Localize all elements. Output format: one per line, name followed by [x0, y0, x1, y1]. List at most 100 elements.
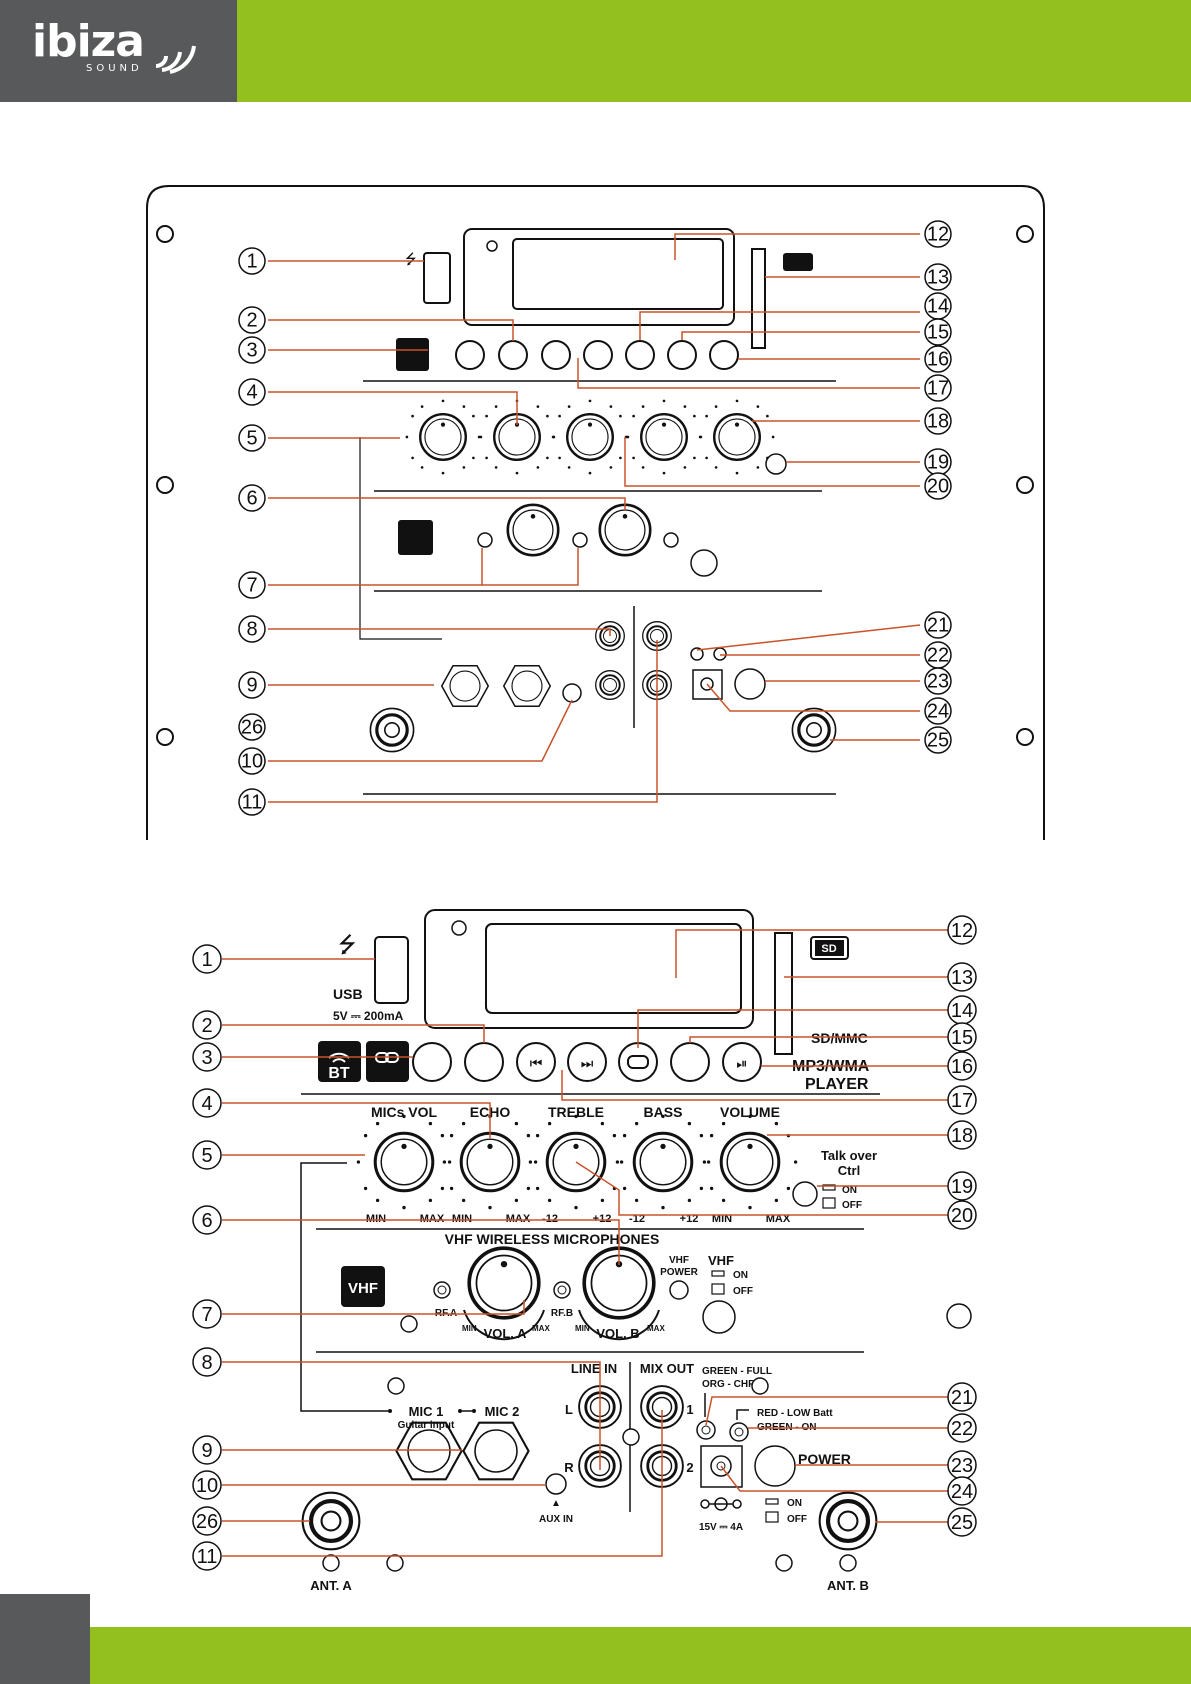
- callout-small-22: 22: [924, 641, 952, 669]
- scale-label: MAX: [506, 1213, 531, 1225]
- scale-label: MIN: [452, 1213, 472, 1225]
- svg-text:▲: ▲: [551, 1498, 561, 1509]
- talk-over-label-1: Talk over: [821, 1148, 877, 1163]
- callout-small-14: 14: [924, 292, 952, 320]
- vhf-off: OFF: [733, 1286, 753, 1297]
- callout-large-22: 22: [947, 1413, 977, 1443]
- callout-small-21: 21: [924, 611, 952, 639]
- svg-text:24: 24: [927, 700, 949, 722]
- svg-text:1: 1: [201, 949, 212, 971]
- callout-large-23: 23: [947, 1450, 977, 1480]
- svg-text:2: 2: [201, 1015, 212, 1037]
- callout-large-11: 11: [192, 1541, 222, 1571]
- callout-small-4: 4: [238, 378, 266, 406]
- vhf-on: ON: [733, 1270, 748, 1281]
- svg-text:22: 22: [927, 644, 949, 666]
- svg-text:14: 14: [951, 1000, 973, 1022]
- line-in-r: R: [564, 1460, 574, 1475]
- scale-label: MIN: [366, 1213, 386, 1225]
- play-pause-icon: ⏯: [736, 1055, 747, 1071]
- brand-logo-box: ibiza SOUND: [0, 0, 237, 102]
- svg-text:5: 5: [246, 427, 257, 449]
- svg-text:13: 13: [927, 266, 949, 288]
- callout-small-10: 10: [238, 747, 266, 775]
- callout-large-14: 14: [947, 995, 977, 1025]
- vol-a-max: MAX: [532, 1324, 550, 1333]
- guitar-input-label: Guitar input: [398, 1420, 455, 1431]
- scale-label: MAX: [766, 1213, 791, 1225]
- callout-small-5: 5: [238, 424, 266, 452]
- svg-text:20: 20: [927, 475, 949, 497]
- repeat-icon: [627, 1055, 649, 1069]
- svg-text:9: 9: [246, 674, 257, 696]
- callout-large-19: 19: [947, 1171, 977, 1201]
- svg-text:18: 18: [951, 1125, 973, 1147]
- footer-grey-box: [0, 1594, 90, 1684]
- callout-small-25: 25: [924, 726, 952, 754]
- svg-text:21: 21: [951, 1387, 973, 1409]
- svg-text:7: 7: [246, 574, 257, 596]
- svg-text:25: 25: [927, 729, 949, 751]
- knob-label-volume: VOLUME: [720, 1104, 780, 1120]
- ant-b-label: ANT. B: [827, 1578, 869, 1593]
- led-red-low: RED - LOW Batt: [757, 1408, 833, 1419]
- talk-over-off: OFF: [842, 1200, 862, 1211]
- callout-small-16: 16: [924, 345, 952, 373]
- svg-text:6: 6: [201, 1210, 212, 1232]
- power-label: POWER: [798, 1451, 851, 1467]
- line-in-l: L: [565, 1402, 573, 1417]
- callout-small-11: 11: [238, 788, 266, 816]
- knob-label-mics-vol: MICs VOL: [371, 1104, 438, 1120]
- callout-small-9: 9: [238, 671, 266, 699]
- scale-label: -12: [629, 1213, 645, 1225]
- led-org-chrg: ORG - CHRG: [702, 1379, 763, 1390]
- callout-small-13: 13: [924, 263, 952, 291]
- led-green-full: GREEN - FULL: [702, 1366, 772, 1377]
- knob-label-bass: BASS: [644, 1104, 683, 1120]
- svg-text:1: 1: [246, 250, 257, 272]
- mix-out-label: MIX OUT: [640, 1361, 694, 1376]
- callout-small-18: 18: [924, 407, 952, 435]
- vhf-switch-label: VHF: [708, 1253, 734, 1268]
- sound-waves-icon: [155, 45, 196, 74]
- svg-text:18: 18: [927, 410, 949, 432]
- panel-diagram-large: SD ⭍ USB 5V ⎓ 200mA SD/MMC MP3/WMA PLAYE…: [222, 909, 972, 1593]
- mic1-label: MIC 1: [409, 1404, 444, 1419]
- vol-a-label: VOL. A: [484, 1326, 527, 1341]
- scale-label: -12: [542, 1213, 558, 1225]
- line-in-label: LINE IN: [571, 1361, 617, 1376]
- vhf-section-title: VHF WIRELESS MICROPHONES: [445, 1231, 660, 1247]
- callout-small-1: 1: [238, 247, 266, 275]
- svg-text:21: 21: [927, 614, 949, 636]
- mix-out-1: 1: [686, 1402, 693, 1417]
- callout-large-26: 26: [192, 1506, 222, 1536]
- previous-icon: ⏮: [530, 1055, 543, 1071]
- brand-logo-sub: SOUND: [86, 63, 143, 74]
- callout-large-9: 9: [192, 1435, 222, 1465]
- callout-large-20: 20: [947, 1200, 977, 1230]
- svg-text:19: 19: [951, 1176, 973, 1198]
- sd-mmc-label: SD/MMC: [811, 1030, 868, 1046]
- brand-logo: ibiza: [32, 16, 145, 67]
- svg-text:15: 15: [951, 1027, 973, 1049]
- callout-small-3: 3: [238, 336, 266, 364]
- svg-text:11: 11: [242, 791, 263, 813]
- ant-a-label: ANT. A: [310, 1578, 352, 1593]
- aux-in-label: AUX IN: [539, 1514, 573, 1525]
- svg-text:17: 17: [927, 377, 949, 399]
- callout-large-21: 21: [947, 1382, 977, 1412]
- rf-b-label: RF.B: [551, 1308, 573, 1319]
- callout-large-15: 15: [947, 1022, 977, 1052]
- callout-large-18: 18: [947, 1120, 977, 1150]
- callout-small-12: 12: [924, 220, 952, 248]
- callout-large-4: 4: [192, 1088, 222, 1118]
- svg-text:23: 23: [951, 1455, 973, 1477]
- svg-text:8: 8: [201, 1352, 212, 1374]
- dc-spec: 15V ⎓ 4A: [699, 1522, 743, 1533]
- callout-large-10: 10: [192, 1470, 222, 1500]
- callout-large-25: 25: [947, 1507, 977, 1537]
- callout-large-1: 1: [192, 944, 222, 974]
- callout-large-24: 24: [947, 1476, 977, 1506]
- callout-large-7: 7: [192, 1299, 222, 1329]
- svg-text:5: 5: [201, 1145, 212, 1167]
